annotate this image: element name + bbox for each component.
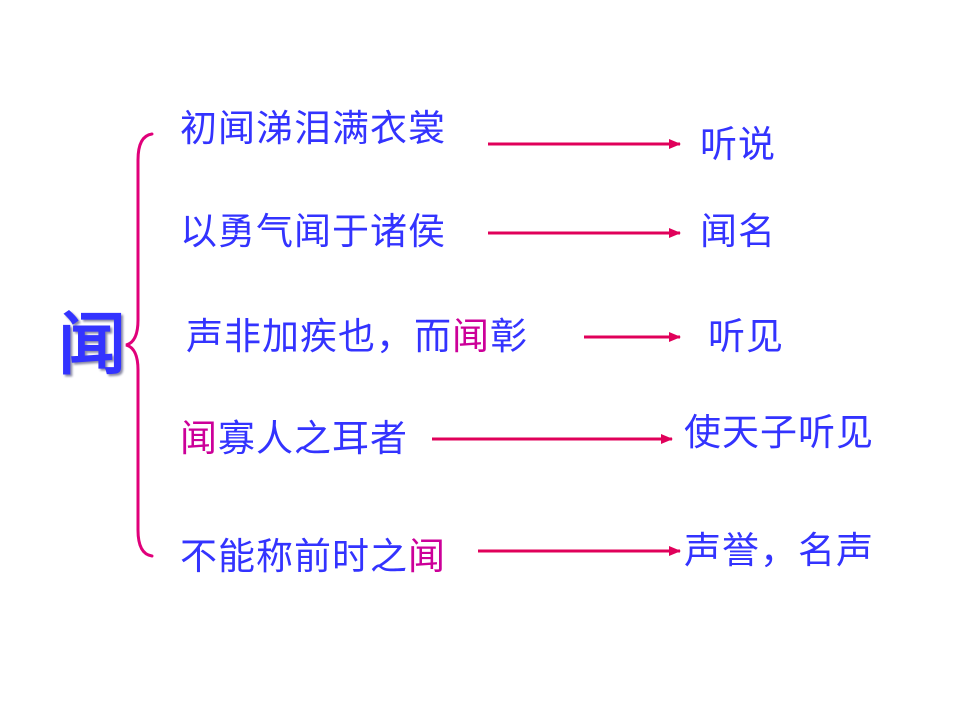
phrase-2: 以勇气闻于诸侯: [180, 213, 446, 250]
meaning-1: 听说: [700, 123, 776, 166]
phrase-3-before: 声非加疾也，而: [186, 315, 452, 358]
phrase-1-before: 初闻涕泪满衣裳: [180, 107, 446, 150]
phrase-2-before: 以勇气闻于诸侯: [180, 210, 446, 253]
meaning-4: 使天子听见: [684, 411, 874, 454]
phrase-5: 不能称前时之闻: [180, 538, 446, 575]
meaning-3: 听见: [708, 315, 784, 358]
key-character: 闻: [58, 306, 127, 385]
phrase-1: 初闻涕泪满衣裳: [180, 110, 446, 147]
phrase-3: 声非加疾也，而闻彰: [186, 318, 528, 355]
phrase-5-before: 不能称前时之: [180, 535, 408, 578]
meaning-2: 闻名: [700, 210, 776, 253]
phrase-5-highlight: 闻: [408, 535, 446, 578]
phrase-4-after: 寡人之耳者: [218, 417, 408, 460]
phrase-4-highlight: 闻: [180, 417, 218, 460]
meaning-5: 声誉，名声: [684, 529, 874, 572]
phrase-4: 闻寡人之耳者: [180, 420, 408, 457]
phrase-3-highlight: 闻: [452, 315, 490, 358]
phrase-3-after: 彰: [490, 315, 528, 358]
left-curly-brace: [125, 132, 154, 558]
